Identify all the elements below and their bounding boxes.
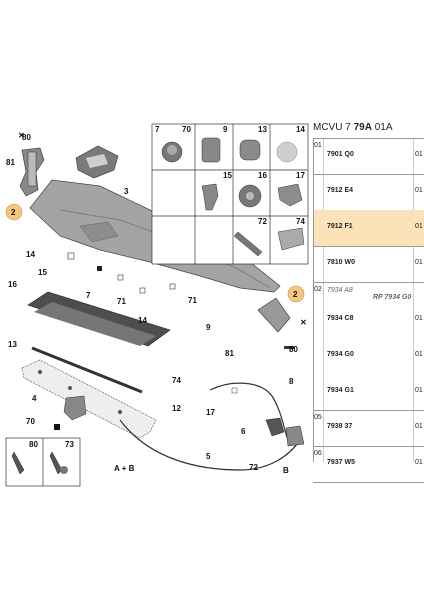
part-ref: 7938 37 xyxy=(327,423,353,430)
clips xyxy=(67,252,176,294)
callout-label: 80 xyxy=(289,345,298,354)
callout-label: 5 xyxy=(206,452,211,461)
parts-table: 7901 Q0 01 01 7912 E4 01 7912 F1 01 7810 W0 01 79… xyxy=(313,138,424,483)
striker xyxy=(257,297,294,349)
row-separator xyxy=(313,410,424,411)
row-separator xyxy=(313,446,424,447)
trim-panel xyxy=(27,291,171,347)
callout-label: 13 xyxy=(8,340,17,349)
callout-label: 72 xyxy=(249,463,258,472)
callout-label: 74 xyxy=(172,376,181,385)
kit-cell-num: 70 xyxy=(182,125,191,134)
nut-icon xyxy=(60,466,68,474)
part-qty: 01 xyxy=(415,315,423,322)
part-ref: 7810 W0 xyxy=(327,259,356,266)
code-prefix: MCVU 7 xyxy=(313,122,351,133)
table-border xyxy=(313,138,314,462)
latch-mechanism xyxy=(54,395,87,430)
callout-label: 2 xyxy=(293,290,298,299)
kit-cell-num: 74 xyxy=(296,217,305,226)
callout-label: 71 xyxy=(188,296,197,305)
row-separator xyxy=(313,246,424,247)
callout-label: 70 xyxy=(26,417,35,426)
callout-label: 80 xyxy=(22,133,31,142)
group-index: 06 xyxy=(314,450,322,457)
callout-label: 16 xyxy=(8,280,17,289)
row-separator xyxy=(313,282,424,283)
part-ref: 7934 A8 xyxy=(327,287,353,294)
part-qty: 01 xyxy=(415,387,423,394)
part-ref: 7912 F1 xyxy=(327,223,353,230)
part-ref: 7937 W5 xyxy=(327,459,356,466)
callout-label: 17 xyxy=(206,408,215,417)
callout-label: 3 xyxy=(124,187,129,196)
seal-strip xyxy=(31,346,143,394)
kit-cell-num: 9 xyxy=(223,125,228,134)
group-index: 02 xyxy=(314,286,322,293)
kit-parts xyxy=(161,137,305,257)
svg-text:✕: ✕ xyxy=(300,318,307,327)
callout-label: 4 xyxy=(32,394,37,403)
part-ref: 7934 G0 xyxy=(327,351,354,358)
callout-label: 2 xyxy=(11,208,16,217)
row-separator xyxy=(313,482,424,483)
callout-label: 80 xyxy=(29,440,38,449)
code-bold: 79A xyxy=(353,122,372,133)
callout-label: 15 xyxy=(38,268,47,277)
hinge-bracket xyxy=(19,147,45,197)
cross-member xyxy=(21,359,157,439)
callout-label: 73 xyxy=(65,440,74,449)
callout-label: 71 xyxy=(117,297,126,306)
part-ref: 7912 E4 xyxy=(327,187,354,194)
part-ref: 7901 Q0 xyxy=(327,151,354,158)
row-separator xyxy=(313,174,424,175)
kit-cell-num: 72 xyxy=(258,217,267,226)
part-ref: 7934 G1 xyxy=(327,387,354,394)
callout-badge xyxy=(287,285,305,303)
table-divider xyxy=(413,138,414,462)
part-qty: 01 xyxy=(415,259,423,266)
callout-label: 14 xyxy=(138,316,147,325)
callout-label: 81 xyxy=(6,158,15,167)
table-row[interactable] xyxy=(314,210,424,246)
catalog-code: MCVU 7 79A 01A xyxy=(313,122,424,136)
code-suffix: 01A xyxy=(374,122,393,133)
callout-label: 8 xyxy=(289,377,294,386)
latch-cover xyxy=(75,145,119,179)
table-top xyxy=(313,138,424,139)
kit-cell-num: 13 xyxy=(258,125,267,134)
callout-label: 12 xyxy=(172,404,181,413)
callout-label: 9 xyxy=(206,323,211,332)
kit-cell-top: 7 xyxy=(155,125,160,134)
release-handle xyxy=(265,417,305,447)
bolt-icon xyxy=(49,451,63,475)
callout-badge xyxy=(5,203,23,221)
part-qty: 01 xyxy=(415,223,423,230)
callout-label: 7 xyxy=(86,291,91,300)
part-ref: 7934 C8 xyxy=(327,315,354,322)
release-cable xyxy=(119,382,301,471)
kit-cell-num: 17 xyxy=(296,171,305,180)
callout-label: 6 xyxy=(241,427,246,436)
callout-label: 81 xyxy=(225,349,234,358)
part-qty: 01 xyxy=(415,187,423,194)
bolt-icon xyxy=(11,451,25,475)
group-index: 05 xyxy=(314,414,322,421)
callout-label: 14 xyxy=(26,250,35,259)
svg-text:✕: ✕ xyxy=(18,131,25,140)
kit-cell-num: 14 xyxy=(296,125,305,134)
part-note: RP 7934 G0 xyxy=(373,294,412,301)
part-qty: 01 xyxy=(415,151,423,158)
kit-cell-num: 16 xyxy=(258,171,267,180)
part-qty: 01 xyxy=(415,351,423,358)
part-qty: 01 xyxy=(415,459,423,466)
kit-cell-num: 15 xyxy=(223,171,232,180)
table-divider xyxy=(323,138,324,462)
callout-label: A + B xyxy=(114,464,135,473)
callout-label: B xyxy=(283,466,289,475)
group-index: 01 xyxy=(314,142,322,149)
part-qty: 01 xyxy=(415,423,423,430)
